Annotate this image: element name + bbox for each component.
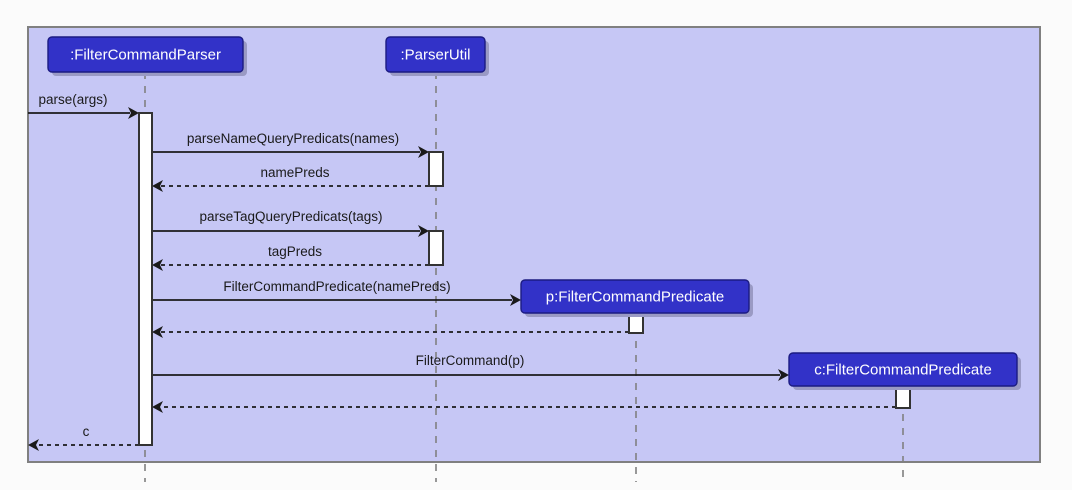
participant-label-predicateC: c:FilterCommandPredicate [814, 361, 992, 378]
participant-filterCommandParser[interactable]: :FilterCommandParser [47, 36, 247, 76]
message-arrowhead-9 [28, 439, 39, 451]
participant-box-predicateC[interactable] [788, 352, 1018, 387]
activation-bar-predicateC-4 [895, 386, 911, 409]
participant-parserUtil[interactable]: :ParserUtil [385, 36, 489, 76]
participant-predicateP[interactable]: p:FilterCommandPredicate [520, 279, 753, 317]
participant-label-filterCommandParser: :FilterCommandParser [70, 46, 221, 63]
message-arrowhead-8 [152, 401, 163, 413]
message-arrowhead-4 [152, 259, 163, 271]
participant-box-predicateP[interactable] [520, 279, 750, 314]
message-arrowhead-6 [152, 326, 163, 338]
message-label-1: parseNameQueryPredicats(names) [187, 131, 399, 146]
message-arrowhead-3 [418, 225, 429, 237]
message-label-7: FilterCommand(p) [416, 353, 525, 368]
message-label-5: FilterCommandPredicate(namePreds) [223, 279, 450, 294]
message-label-2: namePreds [260, 165, 329, 180]
participant-box-filterCommandParser[interactable] [47, 36, 244, 73]
message-arrowhead-5 [510, 294, 521, 306]
participant-box-parserUtil[interactable] [385, 36, 486, 73]
message-arrowhead-0 [128, 107, 139, 119]
message-arrowhead-2 [152, 180, 163, 192]
participant-label-parserUtil: :ParserUtil [400, 46, 470, 63]
diagram-frame [27, 26, 1041, 463]
activation-bar-parserUtil-2 [428, 230, 444, 266]
participant-predicateC[interactable]: c:FilterCommandPredicate [788, 352, 1021, 390]
message-label-0: parse(args) [38, 92, 107, 107]
message-label-4: tagPreds [268, 244, 322, 259]
message-arrowhead-7 [778, 369, 789, 381]
participant-label-predicateP: p:FilterCommandPredicate [546, 288, 724, 305]
message-label-9: c [83, 424, 90, 439]
message-arrowhead-1 [418, 146, 429, 158]
activation-bar-filterCommandParser-0 [138, 112, 153, 446]
message-label-3: parseTagQueryPredicats(tags) [199, 209, 382, 224]
activation-bar-parserUtil-1 [428, 151, 444, 187]
